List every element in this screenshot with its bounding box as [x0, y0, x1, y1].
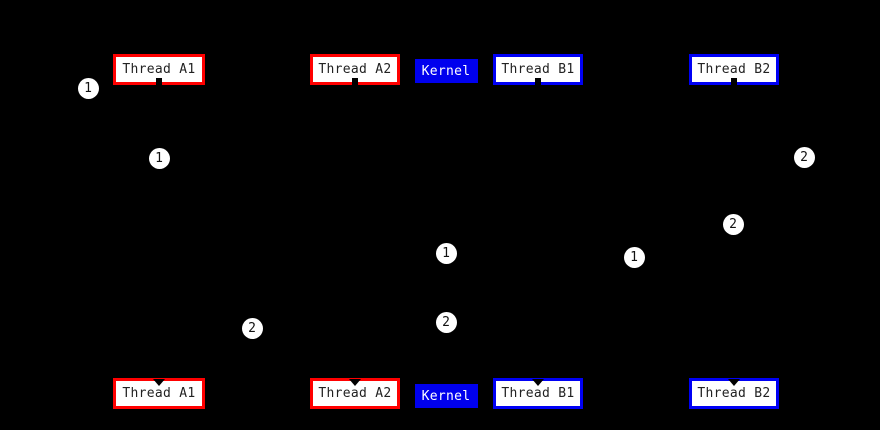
marker-number: 2: [729, 216, 737, 232]
sequence-marker: 1: [623, 246, 645, 268]
arrowhead-notch: [349, 379, 361, 386]
entity-label: Thread B1: [501, 386, 575, 401]
sequence-marker: 2: [722, 213, 744, 235]
entity-label: Thread B2: [697, 386, 771, 401]
lifeline-tick: [535, 78, 541, 85]
entity-label: Thread A1: [122, 386, 196, 401]
entity-box-thread-a2-bottom: Thread A2: [310, 378, 400, 409]
entity-label: Thread A2: [318, 386, 392, 401]
arrowhead-notch: [532, 379, 544, 386]
marker-number: 1: [630, 249, 638, 265]
entity-label: Thread A1: [122, 62, 196, 77]
marker-number: 2: [442, 314, 450, 330]
entity-box-thread-b2-bottom: Thread B2: [689, 378, 779, 409]
arrowhead-notch: [153, 379, 165, 386]
sequence-marker: 1: [77, 77, 99, 99]
entity-label: Kernel: [421, 388, 471, 404]
entity-box-thread-a1-top: Thread A1: [113, 54, 205, 85]
entity-box-thread-b2-top: Thread B2: [689, 54, 779, 85]
marker-number: 1: [84, 80, 92, 96]
entity-label: Thread B2: [697, 62, 771, 77]
sequence-marker: 2: [793, 146, 815, 168]
sequence-marker: 2: [435, 311, 457, 333]
entity-box-kernel-bottom: Kernel: [414, 384, 478, 408]
lifeline-tick: [156, 78, 162, 85]
lifeline-tick: [352, 78, 358, 85]
sequence-marker: 1: [435, 242, 457, 264]
entity-box-thread-a2-top: Thread A2: [310, 54, 400, 85]
sequence-marker: 1: [148, 147, 170, 169]
entity-label: Thread B1: [501, 62, 575, 77]
sequence-marker: 2: [241, 317, 263, 339]
entity-label: Thread A2: [318, 62, 392, 77]
entity-box-thread-b1-bottom: Thread B1: [493, 378, 583, 409]
marker-number: 1: [442, 245, 450, 261]
entity-label: Kernel: [421, 63, 471, 79]
marker-number: 2: [800, 149, 808, 165]
marker-number: 1: [155, 150, 163, 166]
marker-number: 2: [248, 320, 256, 336]
entity-box-thread-a1-bottom: Thread A1: [113, 378, 205, 409]
arrowhead-notch: [728, 379, 740, 386]
entity-box-kernel-top: Kernel: [414, 59, 478, 83]
entity-box-thread-b1-top: Thread B1: [493, 54, 583, 85]
lifeline-tick: [731, 78, 737, 85]
